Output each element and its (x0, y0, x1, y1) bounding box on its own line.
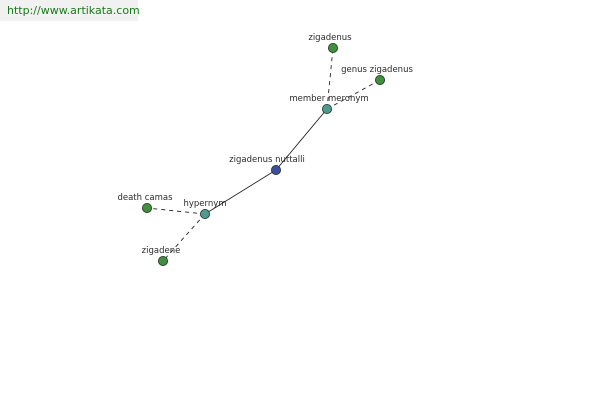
site-url-link[interactable]: http://www.artikata.com (0, 0, 140, 21)
node-marker-member-meronym[interactable] (321, 104, 332, 115)
nodes-layer: zigadenus nuttalli member meronym hypernym… (117, 33, 413, 266)
edge-zigadenus-nuttalli-to-member-meronym (275, 108, 328, 171)
edges-layer (146, 47, 381, 262)
node-zigadenus[interactable]: zigadenus (308, 33, 352, 54)
node-zigadene[interactable]: zigadene (142, 246, 181, 266)
node-marker-zigadenus-nuttalli[interactable] (270, 164, 281, 175)
node-member-meronym[interactable]: member meronym (289, 94, 369, 115)
edge-member-meronym-to-genus-zigadenus (326, 79, 381, 110)
edge-hypernym-to-zigadene (162, 213, 206, 262)
node-marker-hypernym[interactable] (199, 208, 210, 219)
edge-member-meronym-to-zigadenus (326, 47, 334, 110)
edge-zigadenus-nuttalli-to-hypernym (204, 169, 277, 215)
node-label-zigadenus: zigadenus (308, 33, 352, 43)
node-label-genus-zigadenus: genus zigadenus (341, 65, 413, 75)
node-genus-zigadenus[interactable]: genus zigadenus (341, 65, 413, 86)
node-label-zigadenus-nuttalli: zigadenus nuttalli (229, 155, 305, 165)
node-label-zigadene: zigadene (142, 246, 181, 256)
node-label-death-camas: death camas (117, 193, 173, 203)
node-label-hypernym: hypernym (183, 199, 226, 209)
node-death-camas[interactable]: death camas (117, 193, 173, 213)
edge-hypernym-to-death-camas (146, 207, 206, 215)
node-zigadenus-nuttalli[interactable]: zigadenus nuttalli (229, 155, 305, 175)
node-marker-zigadenus[interactable] (327, 43, 338, 54)
node-hypernym[interactable]: hypernym (183, 199, 227, 219)
node-label-member-meronym: member meronym (289, 94, 368, 104)
node-marker-zigadene[interactable] (157, 255, 168, 266)
node-marker-genus-zigadenus[interactable] (374, 75, 385, 86)
node-marker-death-camas[interactable] (141, 202, 152, 213)
